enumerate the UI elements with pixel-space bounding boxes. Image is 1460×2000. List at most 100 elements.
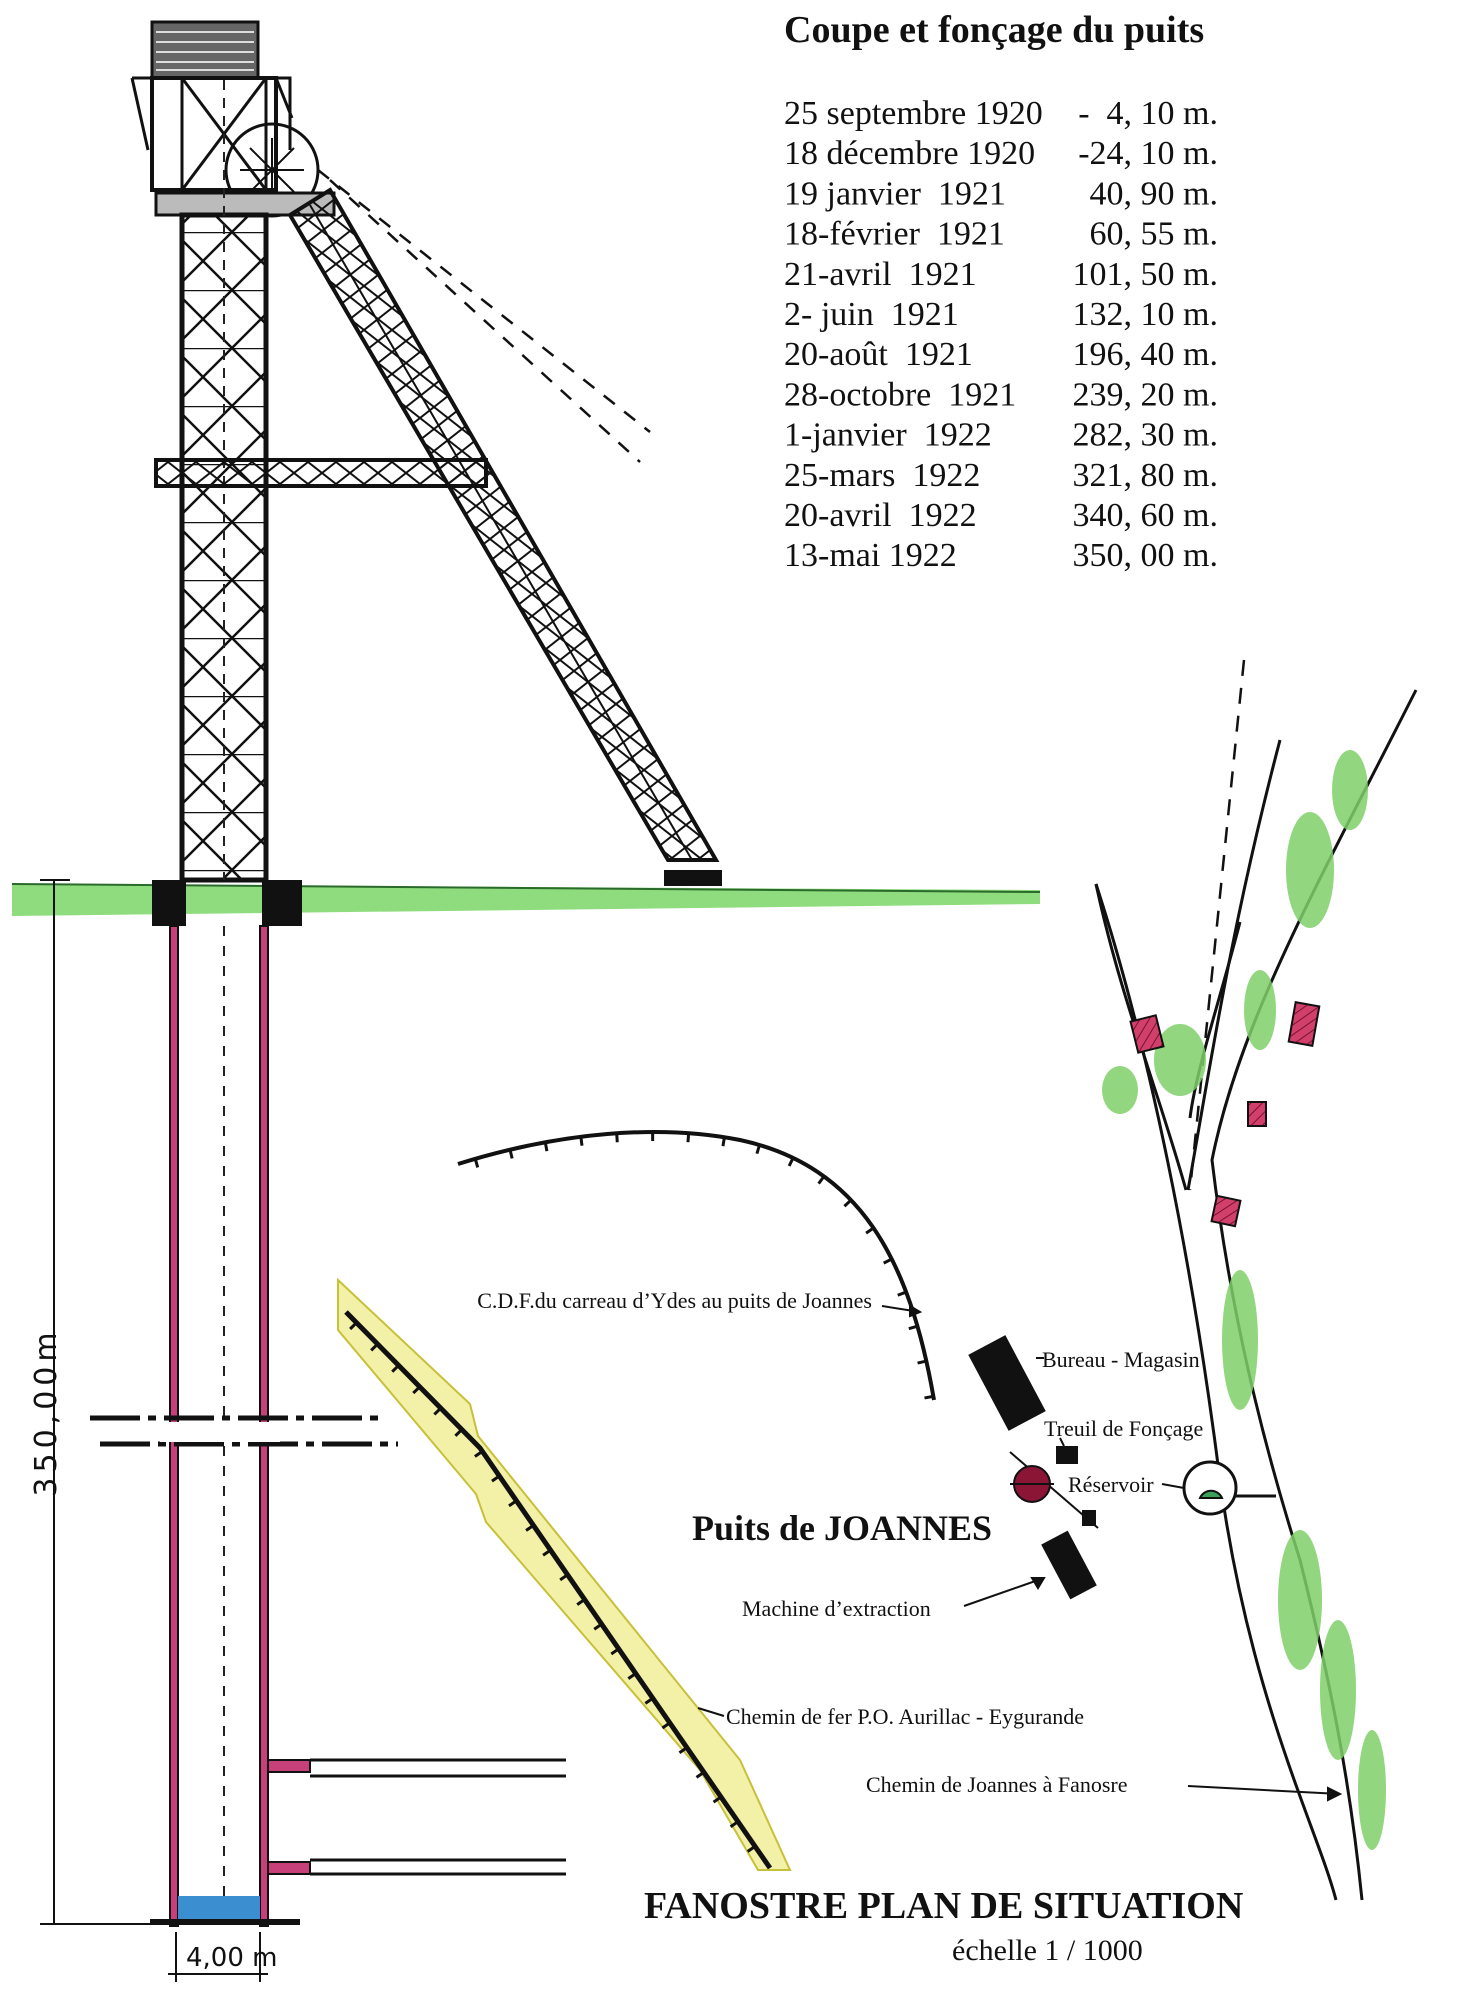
- rail-tick: [746, 1845, 756, 1853]
- rail-tick: [627, 1672, 637, 1680]
- rail-tick: [695, 1771, 705, 1779]
- label-reservoir: Réservoir: [1068, 1472, 1154, 1497]
- rail-tick: [593, 1622, 603, 1631]
- table-row-depth: 350, 00 m.: [1073, 537, 1218, 574]
- table-row-depth: 101, 50 m.: [1073, 256, 1218, 293]
- label-puits-joannes: Puits de JOANNES: [692, 1508, 992, 1548]
- depth-label: 350,00m: [29, 1327, 64, 1496]
- table-row-depth: 321, 80 m.: [1073, 457, 1218, 494]
- site-buildings: [968, 1335, 1276, 1600]
- path-dashed: [1188, 659, 1246, 1191]
- table-row-date: 18 décembre 1920: [784, 135, 1035, 172]
- table-row-depth: 239, 20 m.: [1073, 376, 1218, 413]
- table-row-depth: 340, 60 m.: [1073, 497, 1218, 534]
- shaft-collar-left: [152, 880, 186, 926]
- table-row-date: 13-mai 1922: [784, 537, 957, 574]
- reservoir-symbol: [1182, 1460, 1238, 1516]
- cdf-railway: [457, 1130, 936, 1401]
- table-row-depth: -24, 10 m.: [1078, 135, 1218, 172]
- machine-extraction-building: [1041, 1530, 1097, 1600]
- rail-tick: [542, 1548, 552, 1557]
- table-row-date: 25 septembre 1920: [784, 95, 1043, 132]
- rail-tick: [924, 1394, 934, 1400]
- table-row-date: 18-février 1921: [784, 216, 1005, 253]
- label-arrows: [697, 1304, 1343, 1802]
- rail-tick: [678, 1746, 688, 1754]
- depth-dimension: [40, 879, 300, 1925]
- rail-tick: [473, 1158, 480, 1168]
- width-label: 4,00 m: [186, 1943, 277, 1973]
- treuil-block: [1056, 1446, 1078, 1464]
- shaft-collar-right: [262, 880, 302, 926]
- headframe: [130, 20, 722, 886]
- width-dimension: [168, 1932, 268, 1982]
- rail-tick: [817, 1175, 826, 1185]
- label-machine-extraction: Machine d’extraction: [742, 1596, 931, 1621]
- label-chemin-joannes: Chemin de Joannes à Fanosre: [866, 1772, 1128, 1797]
- table-row-date: 2- juin 1921: [784, 296, 959, 333]
- table-row-date: 1-janvier 1922: [784, 417, 992, 454]
- sump-water: [178, 1896, 260, 1922]
- rail-tick: [474, 1450, 484, 1458]
- table-row-date: 25-mars 1922: [784, 457, 980, 494]
- rail-tick: [454, 1428, 463, 1437]
- rail-tick: [897, 1290, 907, 1297]
- houses: [1129, 1001, 1321, 1228]
- label-bureau-magasin: Bureau - Magasin: [1042, 1347, 1200, 1372]
- rail-tick: [610, 1647, 620, 1656]
- table-title: Coupe et fonçage du puits: [784, 9, 1204, 51]
- label-treuil: Treuil de Fonçage: [1044, 1416, 1203, 1441]
- shaft-sinking-table: 25 septembre 1920 - 4, 10 m. 18 décembre 1…: [784, 95, 1218, 574]
- rail-tick: [712, 1795, 722, 1804]
- rail-tick: [576, 1598, 586, 1606]
- rail-tick: [615, 1133, 619, 1143]
- rail-tick: [661, 1721, 671, 1730]
- shaft-section: [90, 925, 566, 1927]
- table-row-depth: 132, 10 m.: [1073, 296, 1218, 333]
- label-cdf: C.D.F.du carreau d’Ydes au puits de Joan…: [477, 1288, 872, 1313]
- rail-tick: [559, 1573, 569, 1582]
- label-chemin-fer: Chemin de fer P.O. Aurillac - Eygurande: [726, 1704, 1084, 1729]
- rail-tick: [508, 1499, 518, 1508]
- table-row-depth: 196, 40 m.: [1073, 336, 1218, 373]
- rail-tick: [686, 1133, 691, 1143]
- table-row-date: 19 janvier 1921: [784, 175, 1006, 212]
- bureau-magasin-building: [968, 1335, 1046, 1431]
- table-row-depth: - 4, 10 m.: [1078, 95, 1218, 132]
- table-row-date: 21-avril 1921: [784, 256, 977, 293]
- table-row-date: 28-octobre 1921: [784, 376, 1016, 413]
- trees: [1102, 750, 1386, 1850]
- rail-tick: [433, 1407, 442, 1416]
- table-row-depth: 60, 55 m.: [1090, 216, 1218, 253]
- rail-tick: [543, 1142, 549, 1152]
- plan-scale: échelle 1 / 1000: [952, 1934, 1143, 1967]
- headframe-crossbeam: [154, 458, 488, 488]
- table-row-depth: 40, 90 m.: [1090, 175, 1218, 212]
- rail-tick: [755, 1144, 761, 1155]
- rail-tick: [349, 1321, 358, 1331]
- rail-tick: [391, 1364, 400, 1373]
- rail-tick: [908, 1324, 918, 1331]
- rail-tick: [525, 1524, 535, 1532]
- rail-tick: [644, 1696, 654, 1705]
- headframe-strut: [287, 187, 722, 886]
- rail-tick: [579, 1136, 584, 1146]
- rail-tick: [787, 1157, 795, 1167]
- rail-tick: [491, 1474, 501, 1483]
- rail-tick: [883, 1257, 893, 1265]
- plan-title: FANOSTRE PLAN DE SITUATION: [644, 1885, 1243, 1927]
- rail-tick: [508, 1149, 514, 1159]
- table-row-date: 20-août 1921: [784, 336, 973, 373]
- rail-tick: [865, 1226, 875, 1235]
- rail-tick: [721, 1136, 726, 1147]
- rail-tick: [843, 1198, 853, 1208]
- hoist-cables: [317, 169, 651, 463]
- rail-tick: [729, 1820, 739, 1829]
- table-row-depth: 282, 30 m.: [1073, 417, 1218, 454]
- table-row-date: 20-avril 1922: [784, 497, 977, 534]
- rail-tick: [412, 1385, 421, 1395]
- rail-tick: [370, 1342, 379, 1352]
- railway-po: [337, 1277, 792, 1871]
- rail-tick: [917, 1359, 927, 1365]
